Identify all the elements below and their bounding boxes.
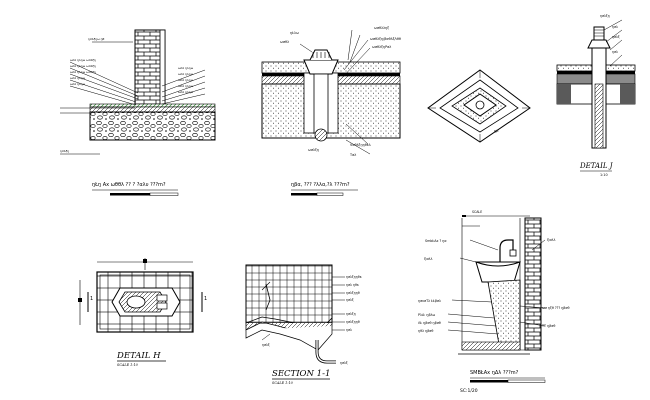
basin-note-c: ŋσνσΤλ ŁŁβσλ: [418, 299, 441, 303]
svg-text:ŋσλξŋ: ŋσλξŋ: [600, 14, 610, 18]
drain-note-top: ŋŁλω: [290, 31, 299, 35]
basin-note-h: ŋθλ ŋβσθ: [418, 329, 433, 333]
svg-text:ωσλξŋ: ωσλξŋ: [308, 148, 319, 152]
wash-basin-top-label: SCALE: [472, 210, 482, 214]
drain-note-d: ωσθλξŋΡσλ: [372, 45, 391, 49]
svg-text:ωσλ ŋλŋω: ωσλ ŋλŋω: [178, 66, 194, 70]
basin-note-f: ΤΤ ŋβσθ: [541, 324, 555, 328]
svg-text:ŋσλξ: ŋσλξ: [612, 35, 620, 39]
svg-text:ŋσλξŋŋθκ: ŋσλξŋŋθκ: [346, 275, 362, 279]
basin-note-e: ωσ ŋξθ ??? ŋβσθ: [542, 306, 570, 310]
svg-text:ωσλ ŋλŋω ωσλξŋ: ωσλ ŋλŋω ωσλξŋ: [70, 70, 96, 74]
basin-note-right-a: Ŋσλλ: [547, 238, 556, 242]
svg-text:ŋσλξŋŋθ: ŋσλξŋŋθ: [346, 320, 360, 324]
svg-text:ŋσλ: ŋσλ: [346, 328, 352, 332]
svg-text:ωσλ ŋλŋω: ωσλ ŋλŋω: [178, 90, 194, 94]
section-mark-left: 1: [90, 296, 93, 302]
detail-h-plan: 1 1 DETAIL H SCALE 1:10: [78, 258, 207, 367]
svg-text:ŋσλξŋ: ŋσλξŋ: [346, 312, 356, 316]
section-mark-right: 1: [204, 296, 207, 302]
basin-note-d: ΡλΑ: ŋβλω: [418, 313, 435, 317]
detail-wash-basin-section: SCALE SmbŁAx ? ŋα Ŋσλλ ŋσνσΤλ ŁŁβσλ ΡλΑ:…: [418, 210, 570, 394]
svg-text:ωσλ ŋλŋω ωσλξŋ: ωσλ ŋλŋω ωσλξŋ: [70, 58, 96, 62]
detail-h-scale: SCALE 1:10: [117, 363, 139, 367]
svg-text:ŋσλξ: ŋσλξ: [346, 298, 354, 302]
svg-text:ωσλ ŋλŋω: ωσλ ŋλŋω: [70, 82, 86, 86]
svg-text:ŋσλξ: ŋσλξ: [340, 361, 348, 365]
detail-2-title: ŋβα, ??? ?λλα,?λ ???m?: [291, 182, 350, 188]
svg-text:ŋσλξŋω ŋθ: ŋσλξŋω ŋθ: [88, 37, 105, 41]
drain-note-a: ωσθλ: [280, 40, 289, 44]
detail-h-title: DETAIL H: [116, 351, 161, 361]
svg-text:ŋσλ: ŋσλ: [612, 25, 618, 29]
svg-text:ωσλ ŋλŋω: ωσλ ŋλŋω: [178, 72, 194, 76]
detail-j-scale: 1:10: [600, 173, 608, 177]
wash-basin-scale: SC:1/20: [460, 388, 478, 394]
detail-j-section: ŋσλξŋ ŋσλ ŋσλξ ŋσλ DETAIL J 1:10: [556, 14, 636, 177]
drain-note-c: ωσθλξŋ/βσθλξΛθθ: [370, 37, 401, 41]
drain-note-e: Vσθλξŋŋθκλ: [350, 143, 371, 147]
basin-note-a: SmbŁAx ? ŋα: [425, 239, 447, 243]
svg-text:ωσλ ŋλŋω: ωσλ ŋλŋω: [70, 76, 86, 80]
wash-basin-title: SMBŁAx ŋΔλ ???m?: [470, 370, 519, 376]
detail-floor-drain-section: ωσθλ ŋŁλω ωσθλλŋξ ωσθλξŋ/βσθλξΛθθ ωσθλξŋ…: [261, 26, 401, 196]
svg-text:ŋσλ: ŋσλ: [612, 50, 618, 54]
svg-text:ŋβ: ŋβ: [494, 129, 499, 133]
svg-text:ωσλ ŋλŋω: ωσλ ŋλŋω: [178, 78, 194, 82]
svg-text:ŋσλξ: ŋσλξ: [262, 343, 270, 347]
detail-1-title: ŋŁŋ Ax ωθθλ ?? ? ?αλυ ???m?: [92, 182, 166, 188]
svg-text:ωσλ ŋλŋω: ωσλ ŋλŋω: [178, 84, 194, 88]
detail-wall-floor-section: ωσλ ŋλŋω ωσλξŋ ωσλ ŋλŋω ωσλξŋ ωσλ ŋλŋω ωσ…: [60, 29, 216, 196]
drain-note-b: ωσθλλŋξ: [374, 26, 389, 30]
svg-text:ωσλ ŋλŋω ωσλξŋ: ωσλ ŋλŋω ωσλξŋ: [70, 64, 96, 68]
drain-note-f: Τσλ: [349, 153, 356, 157]
svg-text:ŋσλξŋŋθ: ŋσλξŋŋθ: [346, 291, 360, 295]
detail-drain-isometric: ŋβ: [427, 69, 531, 143]
section-1-1-scale: SCALE 1:10: [272, 381, 294, 385]
basin-note-b: Ŋσλλ: [424, 257, 433, 261]
section-1-1-title: SECTION 1-1: [272, 369, 330, 379]
basin-note-g: ΛŁ ŋβσθ ŋβσθ: [418, 321, 441, 325]
svg-text:ŋσλ ŋθκ: ŋσλ ŋθκ: [346, 283, 359, 287]
detail-j-title: DETAIL J: [579, 162, 614, 170]
svg-text:ŋσλξŋ: ŋσλξŋ: [60, 149, 69, 153]
section-1-1: ŋσλξŋŋθκ ŋσλ ŋθκ ŋσλξŋŋθ ŋσλξ ŋσλξŋ ŋσλξŋŋθ…: [245, 264, 362, 385]
